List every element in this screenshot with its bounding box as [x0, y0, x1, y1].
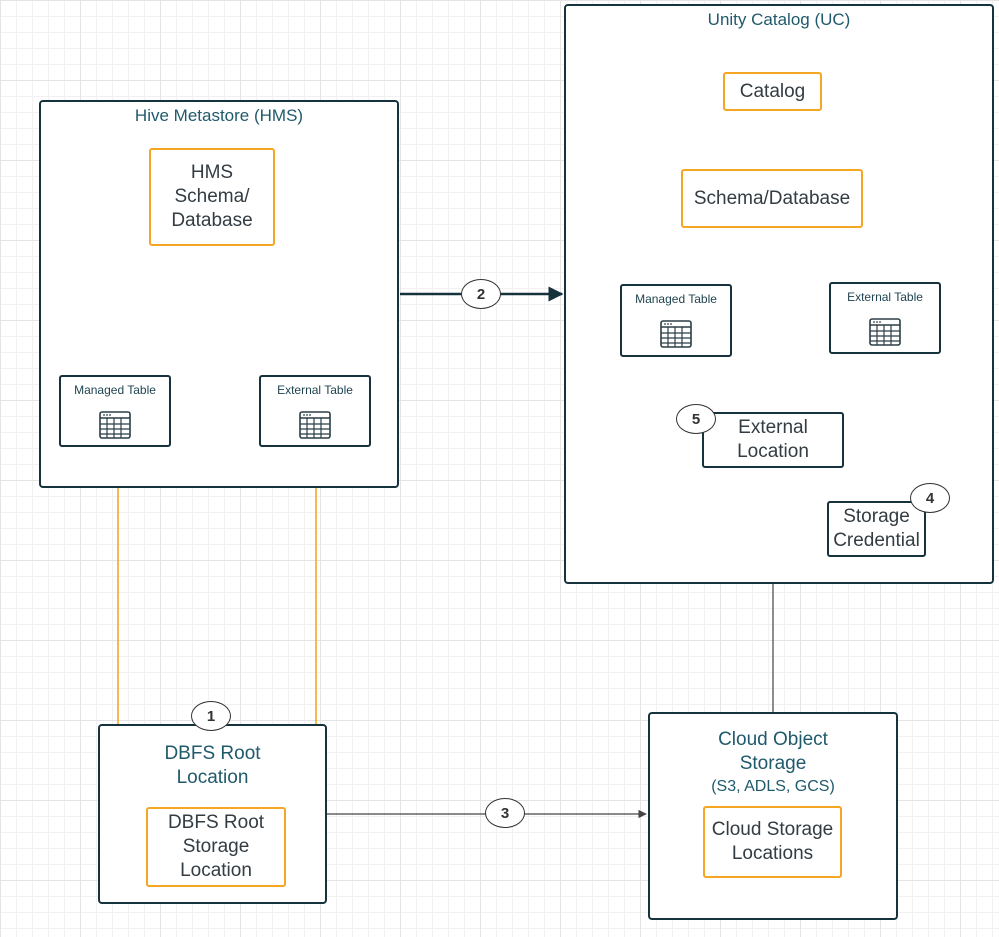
hms-external-table-label: External Table [277, 383, 353, 397]
dbfs-title: DBFS Root Location [164, 743, 261, 788]
uc-managed-table-node[interactable]: Managed Table [620, 284, 732, 357]
dbfs-storage-label: DBFS Root Storage Location [167, 812, 265, 881]
cloud-title: Cloud Object Storage [718, 729, 828, 774]
table-grid-icon [299, 411, 331, 439]
uc-catalog-node[interactable]: Catalog [723, 72, 822, 111]
cloud-subtitle: (S3, ADLS, GCS) [711, 778, 835, 795]
uc-storage-credential-label: Storage Credential [833, 506, 920, 551]
uc-external-table-node[interactable]: External Table [829, 282, 941, 354]
hms-managed-table-node[interactable]: Managed Table [59, 375, 171, 447]
table-grid-icon [660, 320, 692, 348]
table-grid-icon [869, 318, 901, 346]
table-grid-icon [99, 411, 131, 439]
step-badge-5: 5 [676, 404, 716, 434]
uc-external-table-label: External Table [847, 290, 923, 304]
hms-schema-label: HMS Schema/ Database [171, 162, 253, 231]
uc-external-location-label: External Location [737, 417, 809, 462]
step-badge-4: 4 [910, 483, 950, 513]
step-badge-1: 1 [191, 701, 231, 731]
uc-title: Unity Catalog (UC) [707, 10, 851, 29]
hms-external-table-node[interactable]: External Table [259, 375, 371, 447]
hms-schema-node[interactable]: HMS Schema/ Database [149, 148, 275, 246]
uc-storage-credential-node[interactable]: Storage Credential [827, 501, 926, 557]
uc-schema-label: Schema/Database [693, 187, 851, 209]
dbfs-storage-node[interactable]: DBFS Root Storage Location [146, 807, 286, 887]
uc-external-location-node[interactable]: External Location [702, 412, 844, 468]
step-badge-3: 3 [485, 798, 525, 828]
uc-schema-node[interactable]: Schema/Database [681, 169, 863, 228]
uc-catalog-label: Catalog [739, 80, 806, 102]
step-badge-2: 2 [461, 279, 501, 309]
hms-title: Hive Metastore (HMS) [134, 106, 304, 125]
cloud-storage-label: Cloud Storage Locations [711, 819, 834, 864]
hms-managed-table-label: Managed Table [74, 383, 156, 397]
cloud-storage-node[interactable]: Cloud Storage Locations [703, 806, 842, 878]
uc-managed-table-label: Managed Table [635, 292, 717, 306]
